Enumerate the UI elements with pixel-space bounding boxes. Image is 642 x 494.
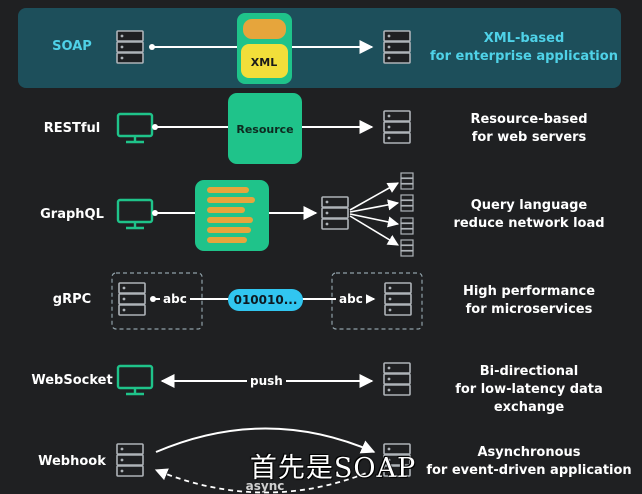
- restful-resource-box: [228, 93, 302, 164]
- webhook-callback-arrow: [154, 468, 375, 494]
- row-label-graphql: GraphQL: [40, 207, 104, 222]
- desc-graphql-line2: reduce network load: [453, 216, 605, 231]
- desc-webhook-line1: Asynchronous: [477, 445, 581, 460]
- grpc-left-abc-label: abc: [160, 292, 190, 306]
- desc-soap-line1: XML-based: [483, 31, 565, 46]
- desc-webhook: Asynchronous for event-driven applicatio…: [424, 444, 634, 480]
- row-label-grpc: gRPC: [52, 292, 92, 307]
- websocket-server-icon: [383, 362, 411, 396]
- desc-soap: XML-based for enterprise application: [414, 30, 634, 66]
- graphql-service-server-icon-1: [400, 172, 414, 190]
- graphql-fanout-arrow-3: [349, 213, 400, 228]
- webhook-request-arrow: [155, 427, 376, 454]
- desc-graphql-line1: Query language: [470, 198, 588, 213]
- desc-grpc: High performance for microservices: [424, 283, 634, 319]
- graphql-gateway-server-icon: [321, 196, 349, 230]
- grpc-server-stub-box: [331, 272, 423, 330]
- desc-restful-line1: Resource-based: [470, 112, 588, 127]
- restful-server-icon: [383, 110, 411, 144]
- desc-grpc-line2: for microservices: [465, 302, 593, 317]
- grpc-binary-payload-pill: 010010...: [228, 289, 303, 311]
- graphql-service-server-icon-4: [400, 239, 414, 257]
- desc-soap-line2: for enterprise application: [430, 49, 618, 64]
- desc-websocket-line1: Bi-directional: [479, 364, 579, 379]
- grpc-server-icon: [384, 282, 412, 316]
- soap-xml-label: XML: [251, 56, 277, 69]
- row-label-webhook: Webhook: [38, 454, 106, 469]
- graphql-fanout-arrow-4: [349, 215, 399, 246]
- webhook-async-label: async: [246, 479, 285, 493]
- grpc-client-stub-box: [111, 272, 203, 330]
- soap-xml-envelope: [237, 13, 292, 84]
- video-subtitle-caption: 首先是SOAP: [249, 453, 417, 484]
- row-label-soap: SOAP: [52, 39, 92, 54]
- desc-graphql: Query language reduce network load: [424, 197, 634, 233]
- row-label-websocket: WebSocket: [31, 373, 113, 388]
- soap-server-icon: [383, 30, 411, 64]
- desc-websocket-line2: for low-latency data exchange: [455, 382, 603, 415]
- grpc-right-abc-label: abc: [336, 292, 366, 306]
- graphql-service-server-icon-2: [400, 194, 414, 212]
- row-label-restful: RESTful: [43, 121, 101, 136]
- graphql-fanout-arrow-1: [349, 182, 399, 211]
- desc-restful: Resource-based for web servers: [424, 111, 634, 147]
- websocket-push-label: push: [247, 374, 286, 388]
- graphql-service-server-icon-3: [400, 217, 414, 235]
- restful-resource-label: Resource: [236, 123, 293, 136]
- desc-restful-line2: for web servers: [471, 130, 587, 145]
- desc-websocket: Bi-directional for low-latency data exch…: [424, 363, 634, 417]
- graphql-fanout-arrow-2: [349, 199, 400, 213]
- graphql-query-box: [195, 180, 269, 251]
- desc-grpc-line1: High performance: [462, 284, 596, 299]
- desc-webhook-line2: for event-driven application: [426, 463, 632, 478]
